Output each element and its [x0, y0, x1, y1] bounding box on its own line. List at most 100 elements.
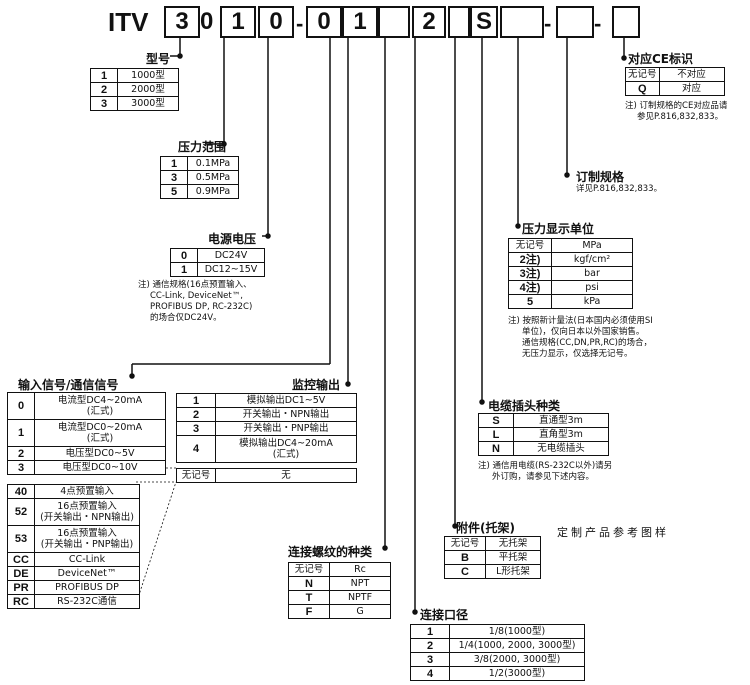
bracket-title: 附件(托架) [456, 521, 515, 535]
monitor-none-table: 无记号无 [176, 468, 357, 483]
monitor-desc: 开关输出・NPN输出 [215, 407, 357, 422]
cable-note: 注) 通信用电缆(RS-232C以外)请另外订购，请参见下述内容。 [478, 461, 613, 482]
pn-box-3: 1 [220, 6, 256, 38]
port-desc: 1/4(1000, 2000, 3000型) [449, 638, 585, 653]
input-desc: 电压型DC0~5V [34, 446, 166, 461]
port-title: 连接口径 [420, 608, 469, 622]
monitor-desc: 开关输出・PNP输出 [215, 421, 357, 436]
display-code: 5 [508, 294, 552, 309]
pressure-code: 1 [160, 156, 188, 171]
watermark-text: 定制产品参考图样 [557, 526, 669, 539]
voltage-code: 1 [170, 262, 198, 277]
input-desc: RS-232C通信 [34, 594, 140, 609]
port-code: 3 [410, 652, 450, 667]
input-code: PR [7, 580, 35, 595]
pn-box-8: 2 [412, 6, 446, 38]
pn-box-1: 3 [164, 6, 200, 38]
input-desc: 电压型DC0~10V [34, 460, 166, 475]
port-code: 2 [410, 638, 450, 653]
input-desc: 4点预置输入 [34, 484, 140, 499]
pressure-title: 压力范围 [178, 140, 227, 154]
cable-code: S [478, 413, 514, 428]
input-code: 2 [7, 446, 35, 461]
display-code: 2注) [508, 252, 552, 267]
pressure-desc: 0.1MPa [187, 156, 239, 171]
ce-code: 无记号 [625, 67, 660, 82]
thread-desc: Rc [329, 562, 391, 577]
monitor-desc: 模拟输出DC1~5V [215, 393, 357, 408]
ce-desc: 对应 [658, 81, 725, 96]
cable-code: L [478, 427, 514, 442]
ce-note: 注) 订制规格的CE对应品请参见P.816,832,833。 [625, 101, 728, 122]
voltage-title: 电源电压 [208, 232, 257, 246]
display-desc: MPa [551, 238, 633, 253]
ce-code: Q [625, 81, 660, 96]
monitor-code: 4 [176, 435, 216, 463]
pressure-code: 5 [160, 184, 188, 199]
bracket-code: C [444, 564, 486, 579]
monitor-code: 3 [176, 421, 216, 436]
input-code: CC [7, 552, 35, 567]
display-desc: kPa [551, 294, 633, 309]
pn-digit-2: 0 [200, 8, 214, 35]
input-code: 40 [7, 484, 35, 499]
bracket-desc: 平托架 [485, 550, 541, 565]
pn-box-10: S [470, 6, 498, 38]
input-desc: PROFIBUS DP [34, 580, 140, 595]
pressure-desc: 0.9MPa [187, 184, 239, 199]
model-desc: 2000型 [117, 82, 179, 97]
bracket-desc: L形托架 [485, 564, 541, 579]
port-code: 1 [410, 624, 450, 639]
thread-code: N [288, 576, 330, 591]
bracket-code: B [444, 550, 486, 565]
display-code: 4注) [508, 280, 552, 295]
pn-dash-2: - [544, 11, 552, 36]
port-desc: 1/2(3000型) [449, 666, 585, 681]
thread-code: T [288, 590, 330, 605]
pressure-desc: 0.5MPa [187, 170, 239, 185]
thread-code: 无记号 [288, 562, 330, 577]
display-desc: psi [551, 280, 633, 295]
input-code: 3 [7, 460, 35, 475]
pn-box-5: 0 [306, 6, 342, 38]
pressure-code: 3 [160, 170, 188, 185]
voltage-note: 注) 通信规格(16点预置输入、CC-Link, DeviceNet™,PROF… [138, 280, 253, 323]
pn-box-7 [378, 6, 410, 38]
thread-code: F [288, 604, 330, 619]
voltage-desc: DC24V [197, 248, 265, 263]
monitor-none-code: 无记号 [176, 468, 216, 483]
pn-box-6: 1 [342, 6, 378, 38]
display-code: 3注) [508, 266, 552, 281]
voltage-desc: DC12~15V [197, 262, 265, 277]
cable-title: 电缆插头种类 [488, 399, 561, 413]
input-code: RC [7, 594, 35, 609]
ce-desc: 不对应 [658, 67, 725, 82]
monitor-code: 2 [176, 407, 216, 422]
model-desc: 3000型 [117, 96, 179, 111]
pn-box-4: 0 [258, 6, 294, 38]
pn-dash-1: - [296, 11, 304, 36]
input-desc: CC-Link [34, 552, 140, 567]
port-desc: 3/8(2000, 3000型) [449, 652, 585, 667]
voltage-code: 0 [170, 248, 198, 263]
pn-box-11 [500, 6, 544, 38]
model-desc: 1000型 [117, 68, 179, 83]
model-code: 2 [90, 82, 118, 97]
input-title: 输入信号/通信信号 [18, 378, 119, 392]
thread-title: 连接螺纹的种类 [288, 545, 373, 559]
input-code: 0 [7, 392, 35, 420]
pn-box-13 [612, 6, 640, 38]
thread-desc: G [329, 604, 391, 619]
monitor-title: 监控输出 [292, 378, 341, 392]
pn-box-9 [448, 6, 470, 38]
